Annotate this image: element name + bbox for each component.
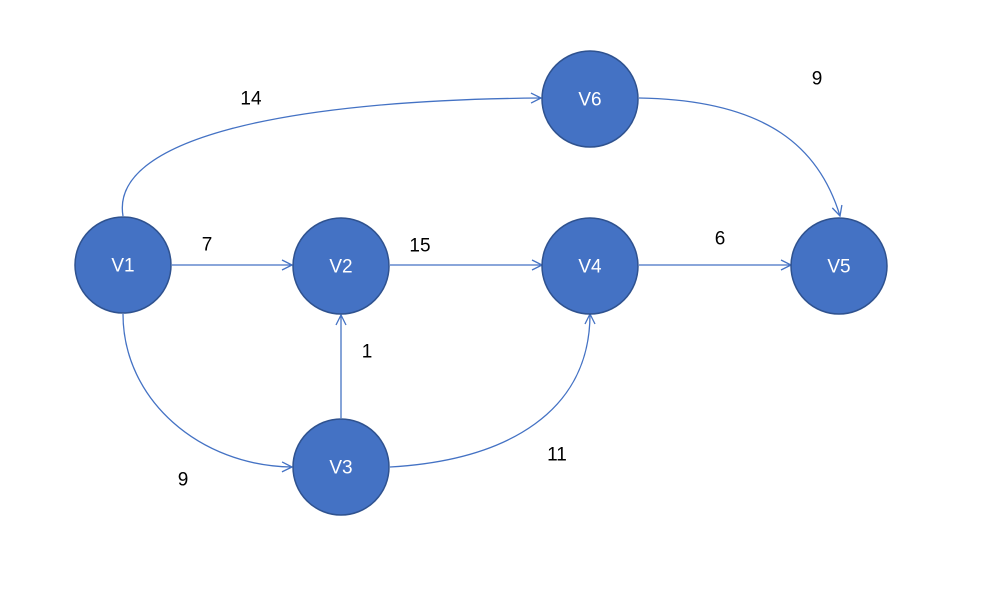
nodes: V1 V2 V3 V4 V5 V6 [74, 50, 888, 516]
edge-v1-v3 [122, 313, 292, 467]
node-v2: V2 [292, 217, 390, 315]
node-v5-circle [790, 217, 888, 315]
node-v1-circle [74, 216, 172, 314]
node-v3-circle [292, 418, 390, 516]
node-v1: V1 [74, 216, 172, 314]
weight-v1-v3: 9 [178, 470, 189, 491]
weight-v6-v5: 9 [812, 69, 823, 90]
node-v6-circle [541, 50, 639, 148]
node-v6: V6 [541, 50, 639, 148]
node-v5-label: V5 [827, 257, 850, 278]
node-v4-circle [541, 217, 639, 315]
weight-v4-v5: 6 [715, 229, 726, 250]
node-v3: V3 [292, 418, 390, 516]
node-v6-label: V6 [578, 90, 601, 111]
edge-v6-v5 [638, 97, 840, 216]
node-v3-label: V3 [329, 458, 352, 479]
edge-v3-v4 [389, 314, 590, 468]
weight-v1-v6: 14 [240, 89, 262, 110]
weight-v3-v4: 11 [547, 445, 567, 466]
node-v2-label: V2 [329, 257, 352, 278]
edge-weights: 14 7 9 15 1 11 6 9 [178, 69, 823, 491]
node-v4: V4 [541, 217, 639, 315]
weight-v1-v2: 7 [202, 235, 213, 256]
node-v5: V5 [790, 217, 888, 315]
node-v1-label: V1 [111, 256, 134, 277]
node-v2-circle [292, 217, 390, 315]
edge-v1-v6 [121, 98, 541, 217]
edges [121, 97, 840, 468]
node-v4-label: V4 [578, 257, 602, 278]
weight-v2-v4: 15 [409, 236, 430, 257]
weight-v3-v2: 1 [362, 342, 373, 363]
